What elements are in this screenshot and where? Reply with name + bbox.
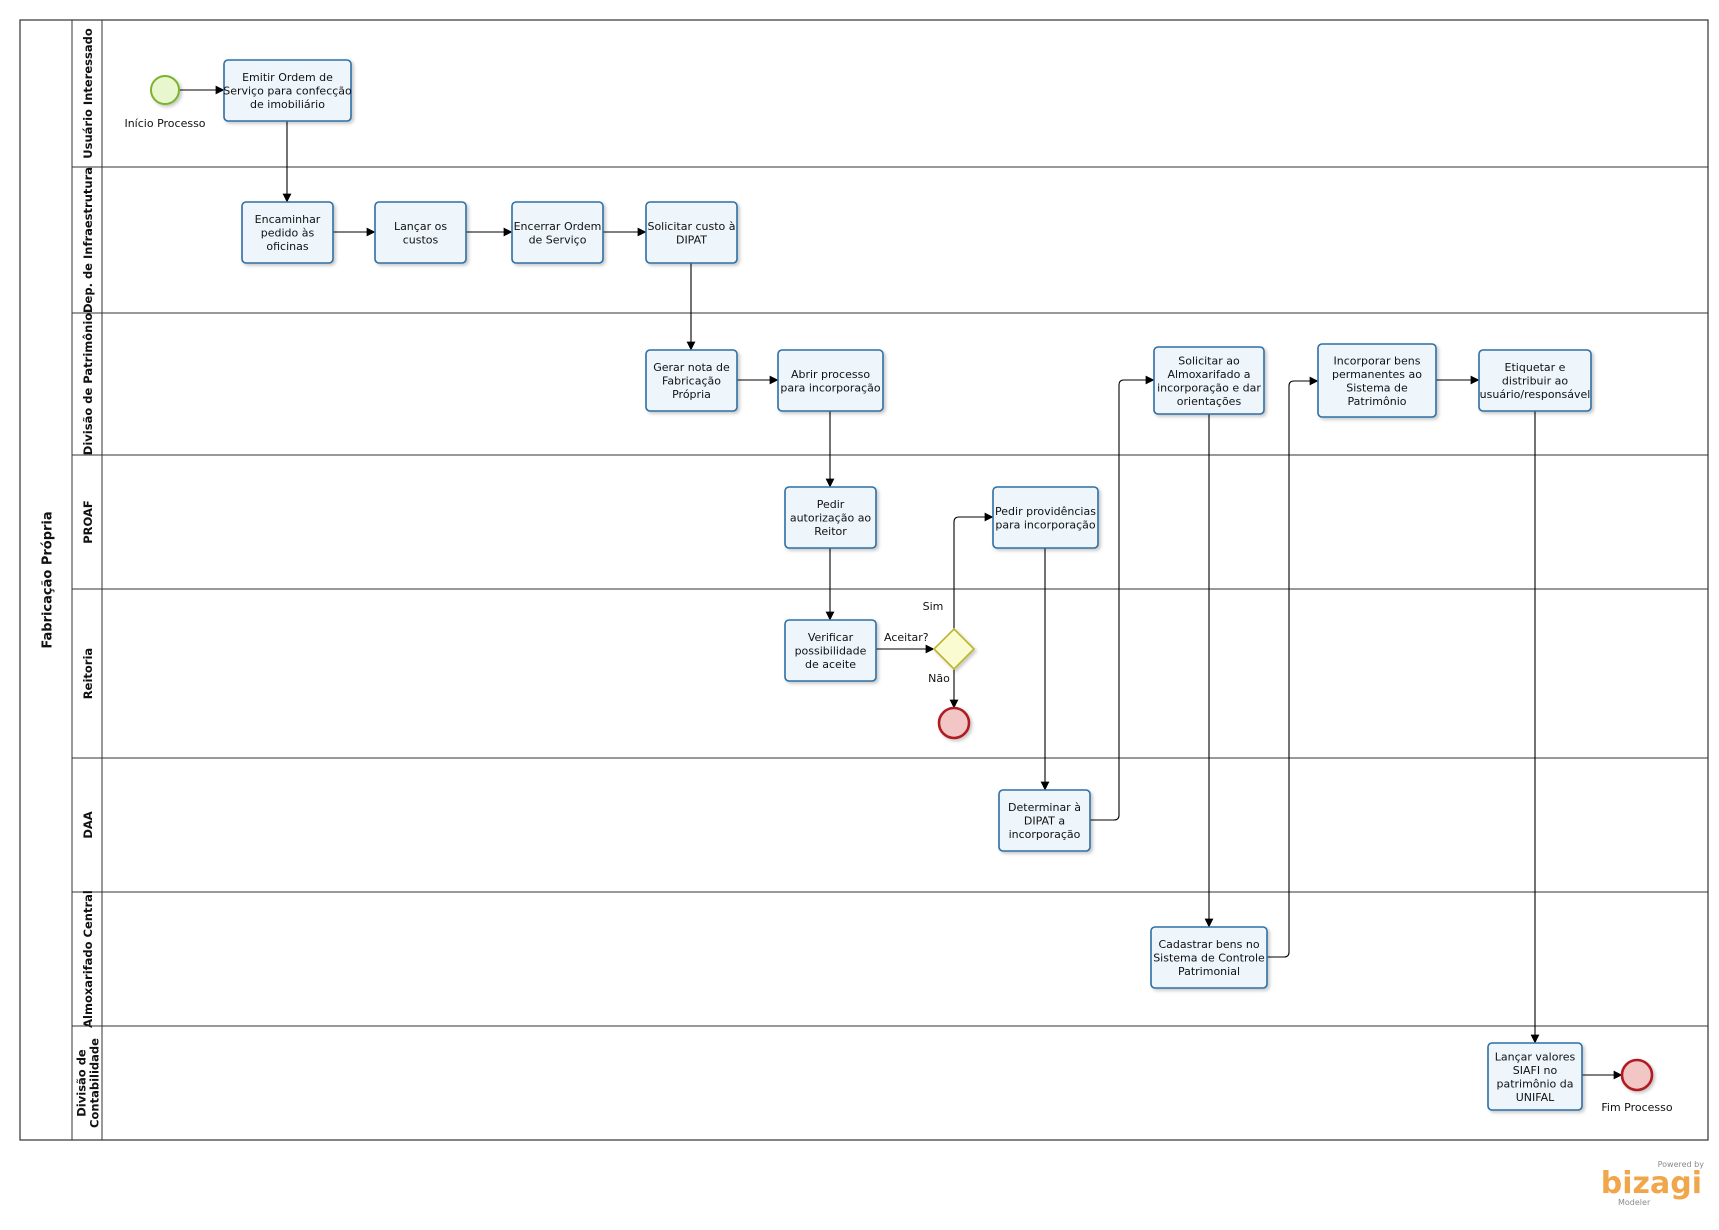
powered-by-text: Powered by — [1658, 1160, 1705, 1169]
gateway-aceitar[interactable] — [932, 627, 976, 671]
bizagi-wordmark: bizagi — [1601, 1166, 1702, 1201]
flow-determinar-solicitar — [1090, 375, 1155, 821]
lane-label: Usuário Interessado — [81, 28, 95, 159]
lane-almox: Almoxarifado Central — [81, 890, 95, 1028]
lane-label: DAA — [81, 811, 95, 838]
end-event-rejected[interactable] — [937, 706, 971, 740]
lane-proaf: PROAF — [81, 500, 95, 544]
lane-label: Almoxarifado Central — [81, 890, 95, 1028]
lane-label: PROAF — [81, 500, 95, 544]
lane-infra: Dep. de Infraestrutura — [81, 167, 95, 313]
end-event[interactable] — [1620, 1058, 1654, 1092]
lane-reitoria: Reitoria — [81, 648, 95, 699]
flow-cadastrar-incorporar — [1267, 376, 1319, 958]
pool: Fabricação Própria — [19, 19, 1709, 1141]
gateway-yes-label: Sim — [923, 600, 944, 613]
pool-title: Fabricação Própria — [41, 511, 56, 648]
lane-label: Divisão deContabilidade — [75, 1038, 102, 1128]
start-event[interactable] — [150, 75, 180, 105]
lane-daa: DAA — [81, 811, 95, 838]
lane-contab: Divisão deContabilidade — [75, 1038, 102, 1128]
lane-patrimonio: Divisão de Patrimônio — [81, 313, 95, 455]
pool-border — [19, 19, 1709, 1141]
gateway-no-label: Não — [928, 672, 950, 685]
lane-label: Dep. de Infraestrutura — [81, 167, 95, 313]
lane-label: Reitoria — [81, 648, 95, 699]
start-event-label: Início Processo — [124, 117, 205, 130]
modeler-text: Modeler — [1618, 1198, 1651, 1207]
flow-gateway-sim — [953, 512, 994, 629]
lane-usuario: Usuário Interessado — [81, 28, 95, 159]
lane-label: Divisão de Patrimônio — [81, 313, 95, 455]
sequence-flows — [179, 85, 1623, 1080]
gateway-question: Aceitar? — [884, 631, 929, 644]
end-event-label: Fim Processo — [1601, 1101, 1673, 1114]
